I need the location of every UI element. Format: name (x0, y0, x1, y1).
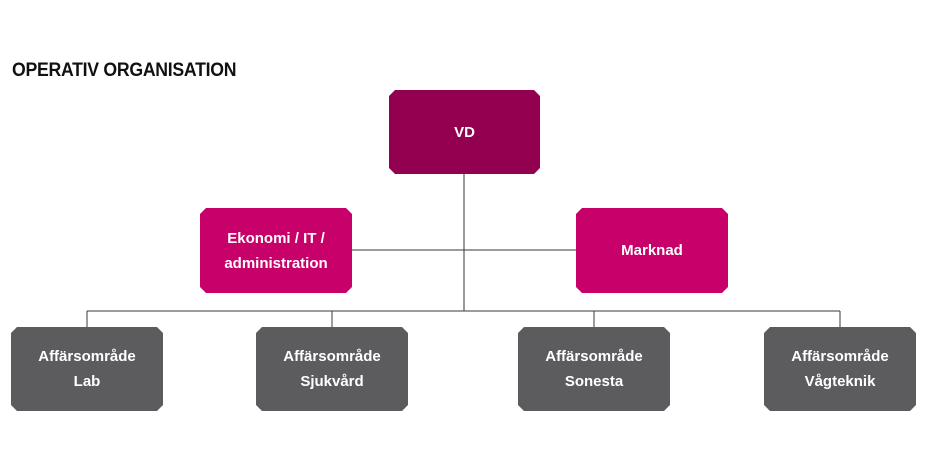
box-label-line: Sjukvård (300, 373, 364, 390)
box-label-line: Affärsområde (791, 348, 889, 365)
vd-label: VD (454, 123, 475, 141)
business-area-sjukvard-box: Affärsområde Sjukvård (256, 327, 408, 411)
box-label-line: administration (224, 254, 328, 272)
page-title: OPERATIV ORGANISATION (12, 60, 237, 81)
box-label-line: Ekonomi / IT / (227, 229, 325, 247)
vd-box: VD (389, 90, 540, 174)
business-area-vagteknik-box: Affärsområde Vågteknik (764, 327, 916, 411)
box-label-line: Lab (73, 373, 101, 390)
business-area-lab-box: Affärsområde Lab (11, 327, 163, 411)
box-label-line: Sonesta (564, 373, 624, 390)
box-label-line: Marknad (621, 242, 683, 259)
business-area-sonesta-box: Affärsområde Sonesta (518, 327, 670, 411)
box-label-line: Affärsområde (283, 348, 381, 365)
box-label-line: Affärsområde (545, 348, 643, 365)
marknad-box: Marknad (576, 208, 728, 293)
box-label-line: Affärsområde (38, 348, 136, 365)
ekonomi-it-administration-box: Ekonomi / IT / administration (200, 208, 352, 293)
box-label-line: Vågteknik (804, 373, 876, 390)
